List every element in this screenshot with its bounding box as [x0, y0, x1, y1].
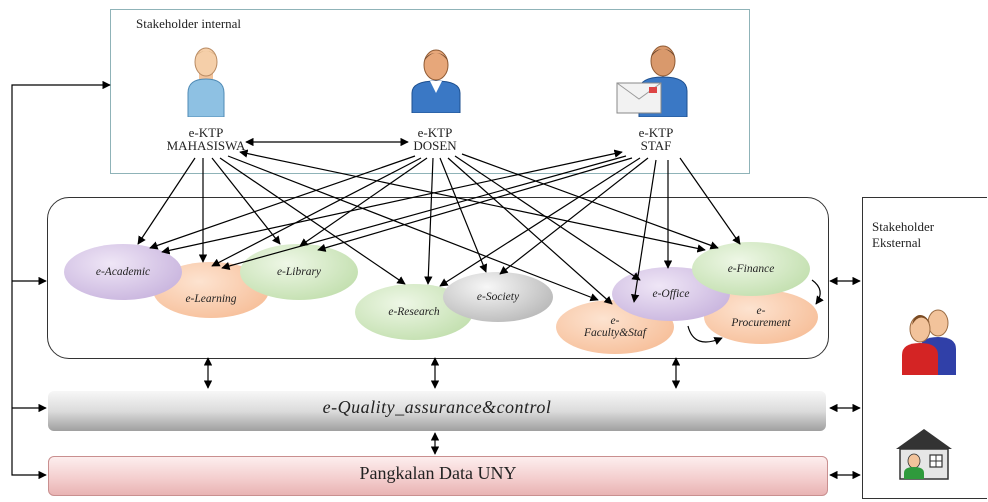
- quality-assurance-label: e-Quality_assurance&control: [322, 397, 552, 417]
- student-person-icon: [187, 47, 225, 117]
- e-office-label: e-Office: [652, 288, 690, 300]
- staff-ektp-label: e-KTP: [638, 125, 674, 140]
- stakeholder-external-title-line1: Stakeholder: [872, 219, 935, 234]
- external-people-icon: [902, 309, 956, 375]
- e-procurement-label-line2: Procurement: [731, 317, 791, 329]
- e-procurement-node: e- Procurement: [704, 290, 818, 344]
- e-procurement-label-line1: e-: [756, 305, 766, 317]
- e-library-label: e-Library: [276, 266, 322, 278]
- e-learning-label: e-Learning: [185, 293, 237, 305]
- database-label: Pangkalan Data UNY: [359, 463, 517, 483]
- staff-role-label: STAF: [640, 138, 672, 153]
- e-finance-node: e-Finance: [692, 242, 810, 296]
- external-house-icon: [896, 429, 952, 480]
- e-faculty-label-line2: Faculty&Staf: [584, 327, 646, 339]
- e-faculty-label-line1: e-: [610, 315, 620, 327]
- e-society-label: e-Society: [476, 291, 520, 303]
- lecturer-role-label: DOSEN: [413, 138, 457, 153]
- staff-person-mail-icon: [616, 45, 688, 117]
- quality-assurance-bar: e-Quality_assurance&control: [48, 391, 826, 431]
- lecturer-ektp-label: e-KTP: [417, 125, 453, 140]
- e-society-node: e-Society: [443, 272, 553, 322]
- student-ektp-label: e-KTP: [188, 125, 224, 140]
- e-research-label: e-Research: [388, 306, 440, 318]
- stakeholder-external-title-line2: Eksternal: [872, 235, 922, 250]
- student-role-label: MAHASISWA: [166, 138, 246, 153]
- stakeholder-internal-title: Stakeholder internal: [136, 16, 242, 31]
- database-bar: Pangkalan Data UNY: [48, 456, 828, 496]
- e-finance-label: e-Finance: [727, 263, 775, 275]
- lecturer-person-icon: [411, 49, 461, 113]
